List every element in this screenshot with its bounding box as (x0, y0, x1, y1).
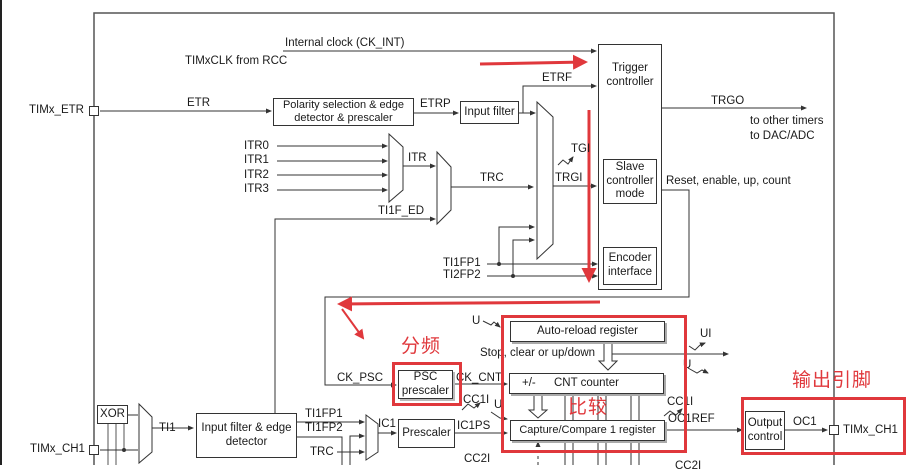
timx-etr-pin[interactable] (89, 106, 99, 116)
annotation-box-counter (501, 315, 687, 453)
u-label-2: U (683, 359, 692, 371)
trc-in-label: TRC (310, 446, 334, 458)
input-filter-edge-detector-block: Input filter & edge detector (196, 413, 297, 458)
ti1fp1-label: TI1FP1 (443, 257, 481, 269)
ti1fp2-in-label: TI1FP2 (305, 422, 343, 434)
itr0-label: ITR0 (244, 140, 269, 152)
timx-ch1-out-pin[interactable] (829, 425, 839, 435)
ck-psc-line (324, 189, 690, 388)
auto-reload-register: Auto-reload register (510, 321, 665, 342)
ck-cnt-label: CK_CNT (456, 372, 503, 384)
cc1i-right-label: CC1I (667, 396, 694, 408)
itr1-label: ITR1 (244, 154, 269, 166)
cnt-plusminus: +/- (522, 376, 536, 389)
internal-clock-label: Internal clock (CK_INT) (285, 37, 405, 49)
tgi-squiggle (557, 156, 574, 166)
ui-label: UI (700, 328, 712, 340)
red-arrow-diag (341, 308, 365, 340)
trigger-controller-label: Trigger controller (606, 62, 654, 88)
u-label-1: U (472, 315, 481, 327)
ti1-label: TI1 (159, 422, 176, 434)
junction-dot (511, 274, 515, 278)
stop-clear-label: Stop, clear or up/down (480, 347, 596, 359)
itr-mux (388, 132, 404, 204)
input-filter-block: Input filter (460, 101, 519, 124)
junction-dot (122, 448, 126, 452)
junction-dot (497, 262, 501, 266)
etrf-label: ETRF (542, 72, 573, 84)
etrp-label: ETRP (420, 98, 451, 110)
psc-prescaler-block: PSC prescaler (398, 370, 453, 399)
polarity-selection-block: Polarity selection & edge detector & pre… (273, 98, 414, 126)
trgi-mux (536, 100, 554, 261)
encoder-interface-block: Encoder interface (603, 247, 657, 285)
timer-frame (93, 12, 835, 465)
annotation-box-output (741, 397, 906, 455)
oc1-label: OC1 (793, 416, 817, 428)
ti1f-ed-line (274, 216, 436, 418)
annotation-output-pin: 输出引脚 (792, 369, 873, 391)
annotation-compare: 比较 (568, 396, 609, 418)
trgo-dest-1: to other timers (750, 115, 824, 127)
reset-enable-label: Reset, enable, up, count (666, 175, 791, 187)
itr-label: ITR (408, 152, 427, 164)
ti1fp1-branch (498, 224, 535, 264)
u-label-3: U (494, 399, 503, 411)
ti1f-ed-label: TI1F_ED (378, 205, 425, 217)
ic1ps-label: IC1PS (457, 420, 491, 432)
itr3-label: ITR3 (244, 183, 269, 195)
trgi-label: TRGI (555, 172, 583, 184)
u-squiggle-3 (490, 411, 508, 421)
ti1fp1-in-label: TI1FP1 (305, 408, 343, 420)
prescaler-block: Prescaler (398, 419, 455, 448)
ic1-mux (365, 414, 379, 461)
tgi-label: TGI (571, 143, 591, 155)
timx-etr-label: TIMx_ETR (29, 104, 84, 116)
timxclk-label: TIMxCLK from RCC (185, 55, 288, 67)
ti1fp2-out-line (297, 436, 343, 465)
etr-label: ETR (187, 97, 210, 109)
capture-compare-register: Capture/Compare 1 register (510, 420, 665, 441)
ti2fp2-branch (512, 237, 535, 276)
trgo-label: TRGO (711, 95, 745, 107)
ti2fp2-label: TI2FP2 (443, 269, 481, 281)
ck-psc-label: CK_PSC (337, 372, 384, 384)
trgo-dest-2: to DAC/ADC (750, 130, 815, 142)
red-arrow-left (337, 296, 601, 312)
cnt-counter-label: CNT counter (554, 376, 619, 389)
timx-ch1-in-pin[interactable] (89, 445, 99, 455)
cc2i-label: CC2I (464, 453, 491, 465)
etrf-line (522, 83, 597, 113)
annotation-divide-freq: 分频 (401, 335, 442, 357)
u-squiggle-2 (687, 367, 709, 374)
u-squiggle-1 (482, 320, 501, 328)
cc1i-squiggle (461, 402, 481, 411)
itr2-label: ITR2 (244, 169, 269, 181)
cnt-counter-block: +/- CNT counter (509, 373, 664, 394)
ui-squiggle (688, 342, 706, 351)
red-arrow-clock (479, 54, 588, 70)
slave-controller-block: Slave controller mode (603, 159, 657, 204)
cc1i-left-label: CC1I (463, 394, 490, 406)
timx-ch1-in-label: TIMx_CH1 (30, 443, 85, 455)
timx-ch1-out-label: TIMx_CH1 (843, 424, 898, 436)
ic1-in-2 (349, 433, 365, 465)
cc1i-right-squiggle (663, 408, 683, 417)
reload-hollow-arrow (597, 341, 619, 371)
cnt-hollow-arrow (527, 392, 549, 419)
ti1-mux (138, 402, 153, 465)
trc-mux (436, 150, 452, 226)
ic1-label: IC1 (378, 418, 396, 430)
output-control-block: Output control (745, 411, 785, 450)
oc1ref-label: OC1REF (668, 413, 715, 425)
cc2i-right-label: CC2I (675, 460, 702, 472)
xor-block: XOR (97, 405, 128, 424)
trc-label: TRC (480, 172, 504, 184)
annotation-box-prescaler (392, 362, 462, 406)
